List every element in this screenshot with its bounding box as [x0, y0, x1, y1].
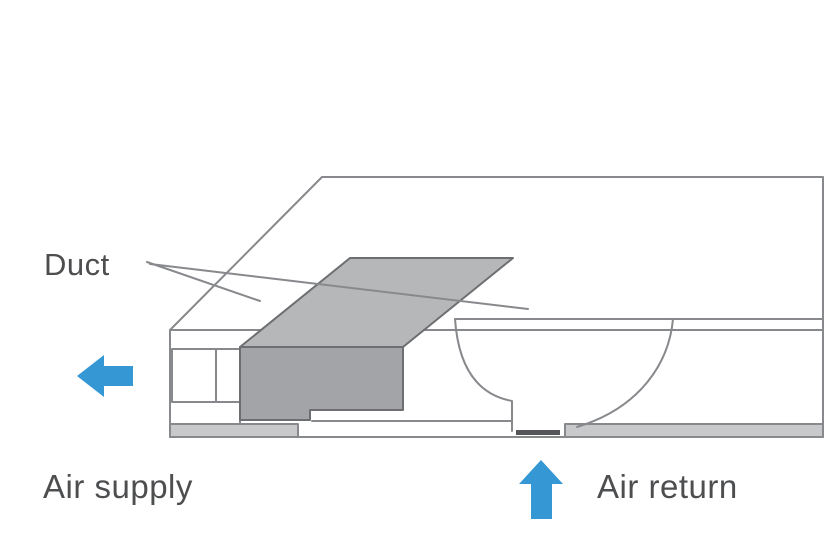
air-return-arrow-icon — [519, 460, 563, 519]
supply-duct-outlet — [171, 348, 241, 403]
return-air-channel — [239, 318, 674, 435]
ceiling-panel-left — [169, 423, 299, 438]
air-supply-arrow-icon — [77, 355, 133, 397]
air-supply-label: Air supply — [43, 468, 193, 505]
diagram-lines — [146, 176, 824, 438]
ceiling-panel-right — [564, 423, 824, 438]
duct-leader-lines — [146, 261, 529, 310]
duct-label: Duct — [44, 247, 110, 282]
indoor-unit-front — [239, 346, 404, 421]
return-grille-slot — [516, 430, 560, 435]
air-return-label: Air return — [597, 468, 738, 505]
indoor-unit — [239, 257, 514, 421]
